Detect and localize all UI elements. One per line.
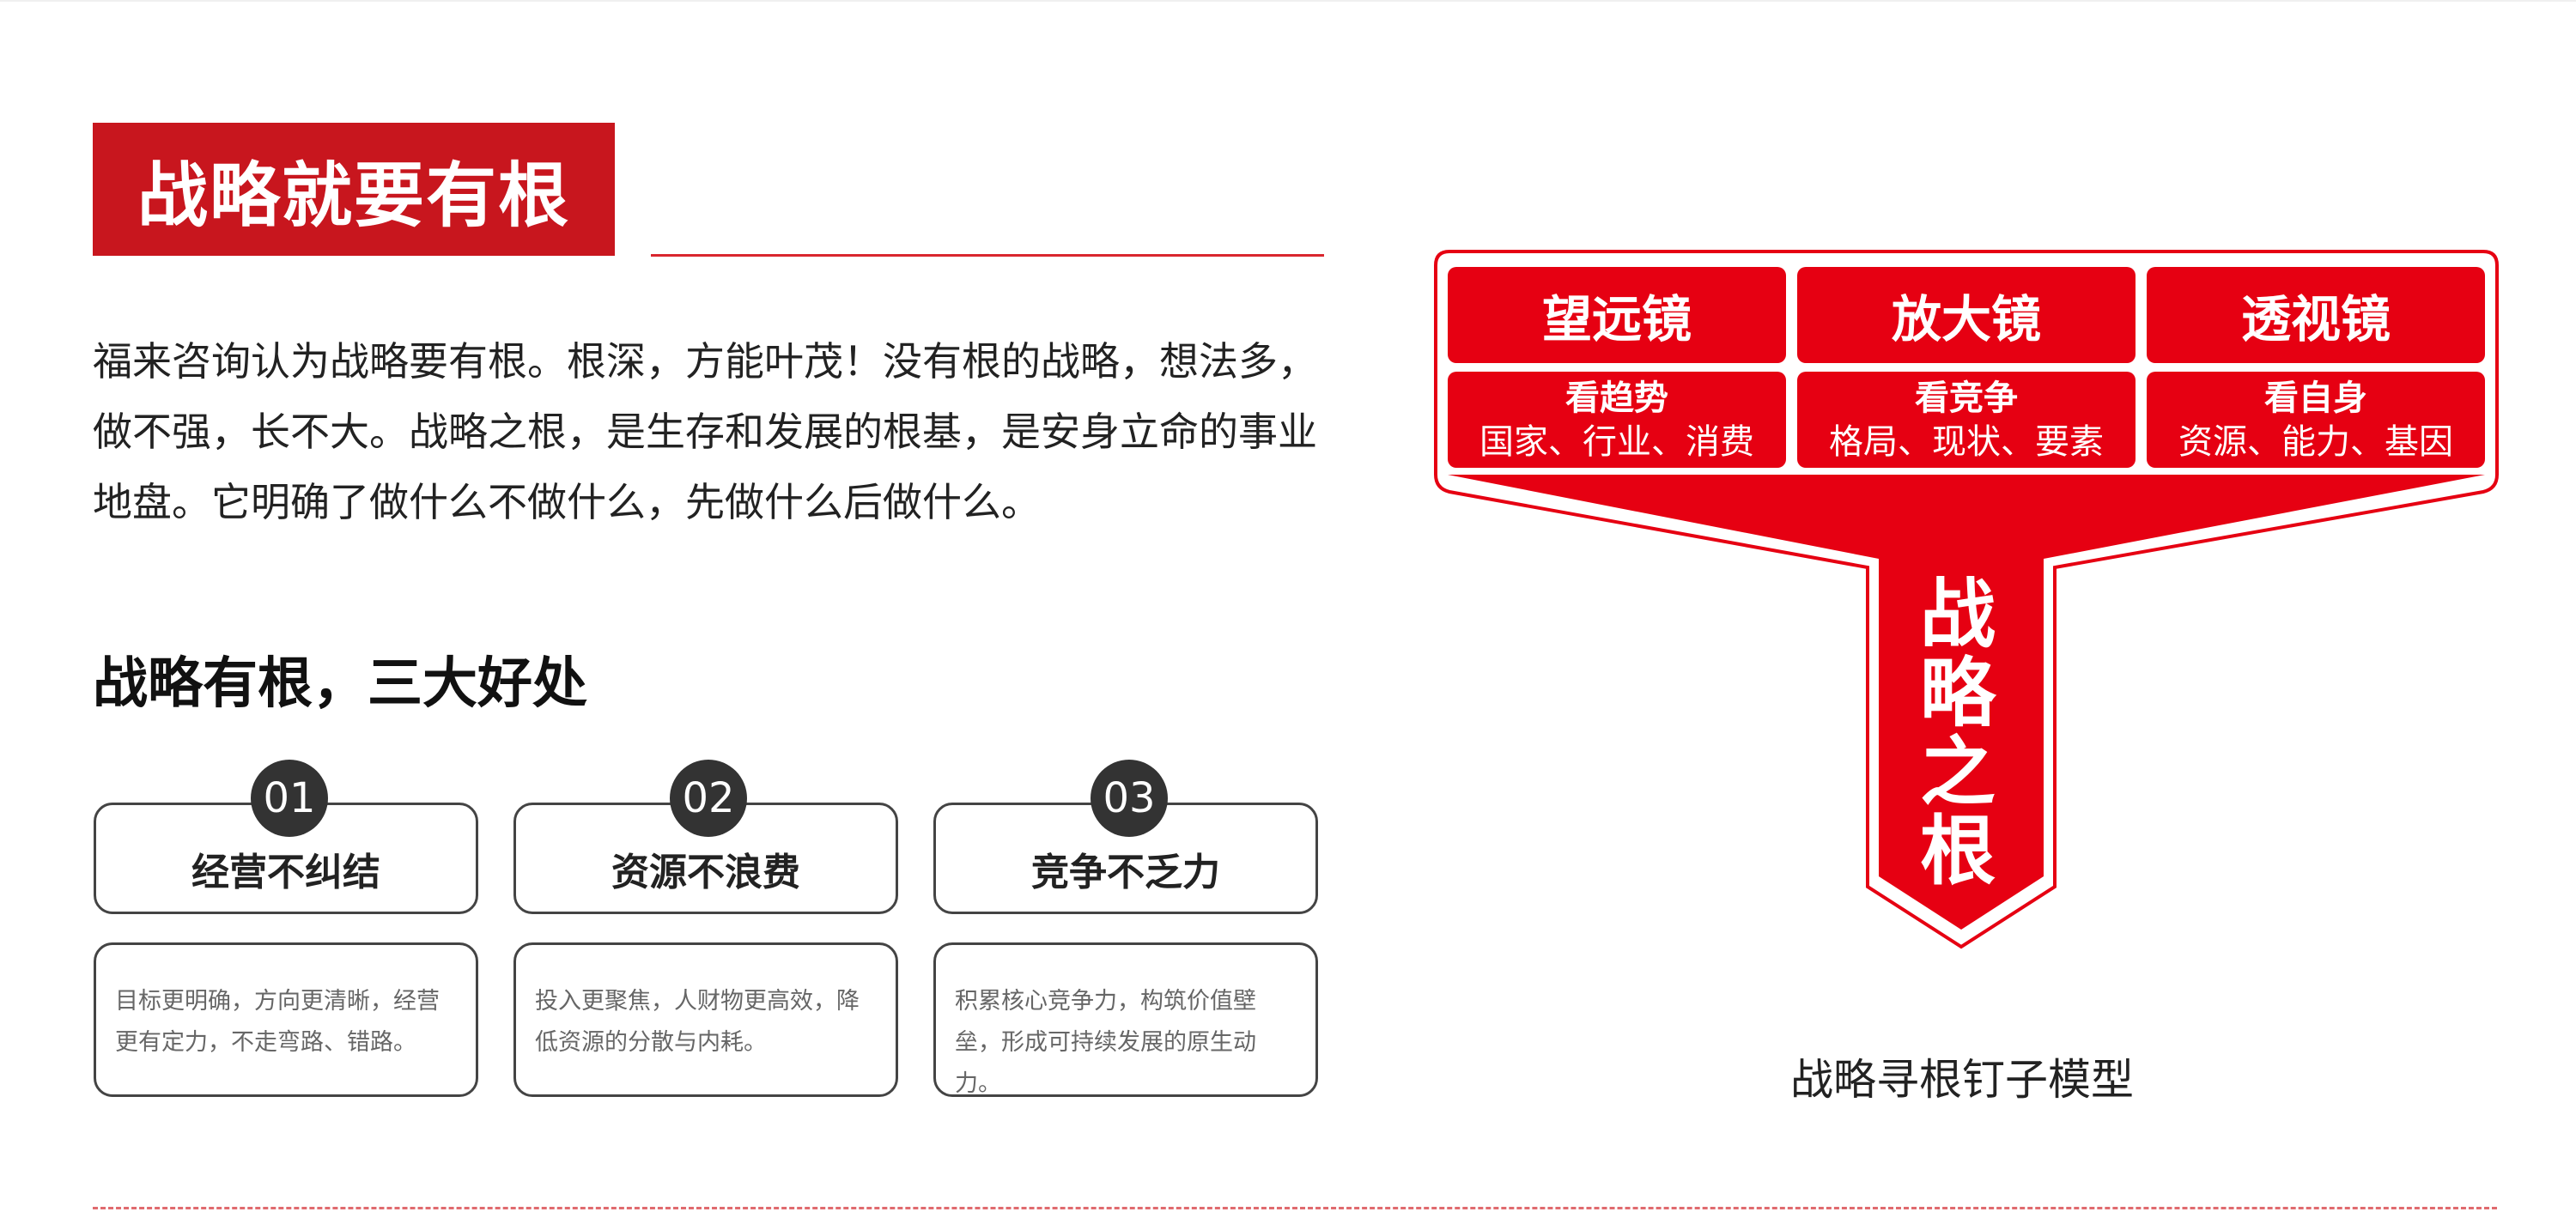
benefit-title: 资源不浪费 <box>611 851 800 894</box>
lens-title: 透视镜 <box>2240 290 2391 348</box>
strategy-root-label: 战略之根 <box>1919 570 1996 895</box>
diagram-caption: 战略寻根钉子模型 <box>1790 1055 2134 1105</box>
lens-detail: 看竞争 格局、现状、要素 <box>1797 372 2136 468</box>
benefit-description: 投入更聚焦，人财物更高效，降低资源的分散与内耗。 <box>535 988 860 1056</box>
benefit-number-badge: 03 <box>1091 760 1168 837</box>
cell-bg <box>1797 372 2136 468</box>
benefit-title: 竞争不乏力 <box>1031 851 1220 894</box>
lens-detail: 看自身 资源、能力、基因 <box>2147 372 2485 468</box>
benefit-number-badge: 02 <box>670 760 747 837</box>
cell-bg <box>1448 267 1786 363</box>
nail-shape <box>1434 250 2499 949</box>
top-border <box>0 0 2576 2</box>
benefit-description-card: 积累核心竞争力，构筑价值壁垒，形成可持续发展的原生动力。 <box>933 942 1318 1097</box>
benefit-description-card: 目标更明确，方向更清晰，经营更有定力，不走弯路、错路。 <box>94 942 478 1097</box>
section-title: 战略就要有根 <box>137 155 570 237</box>
lens-title: 放大镜 <box>1891 290 2041 348</box>
benefits-heading: 战略有根，三大好处 <box>93 652 587 716</box>
benefit-description-card: 投入更聚焦，人财物更高效，降低资源的分散与内耗。 <box>513 942 898 1097</box>
nail-model-diagram: 望远镜 放大镜 透视镜 看趋势 国家、行业、消费 看竞争 格局、现状、要素 看自… <box>1425 245 2507 966</box>
nail-shaft <box>1448 475 2485 930</box>
lens-title: 望远镜 <box>1541 290 1692 348</box>
lens-aspects: 国家、行业、消费 <box>1479 422 1754 462</box>
benefit-description: 目标更明确，方向更清晰，经营更有定力，不走弯路、错路。 <box>115 988 440 1056</box>
benefit-title: 经营不纠结 <box>191 851 380 894</box>
lens-aspects: 格局、现状、要素 <box>1829 422 2104 462</box>
lens-focus: 看自身 <box>2264 379 2367 418</box>
section-title-banner: 战略就要有根 <box>93 123 615 256</box>
lens-aspects: 资源、能力、基因 <box>2178 422 2453 462</box>
intro-paragraph: 福来咨询认为战略要有根。根深，方能叶茂！没有根的战略，想法多，做不强，长不大。战… <box>93 338 1317 525</box>
cell-bg <box>2147 267 2485 363</box>
benefit-description: 积累核心竞争力，构筑价值壁垒，形成可持续发展的原生动力。 <box>955 988 1256 1097</box>
lens-focus: 看趋势 <box>1565 379 1668 418</box>
cell-bg <box>2147 372 2485 468</box>
lens-detail: 看趋势 国家、行业、消费 <box>1448 372 1786 468</box>
benefit-number-badge: 01 <box>251 760 328 837</box>
lens-focus: 看竞争 <box>1915 379 2018 418</box>
bottom-dashed-divider <box>93 1207 2497 1209</box>
cell-bg <box>1448 372 1786 468</box>
nail-outline <box>1434 250 2499 949</box>
cell-bg <box>1797 267 2136 363</box>
title-underline <box>651 254 1324 257</box>
